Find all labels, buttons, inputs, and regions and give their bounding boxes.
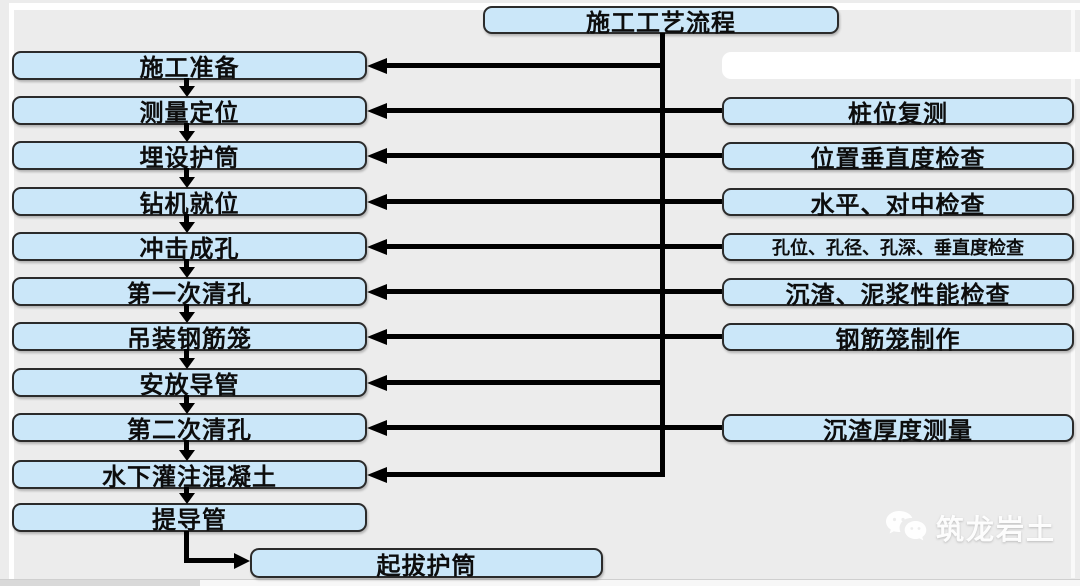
branch-line [386, 108, 722, 113]
arrowhead-left [367, 102, 387, 119]
check-box: 水平、对中检查 [722, 188, 1074, 219]
check-box: 沉渣厚度测量 [722, 414, 1074, 445]
trunk-line [660, 33, 665, 477]
branch-line [386, 244, 722, 249]
branch-line [386, 380, 665, 385]
flow-title-label: 施工工艺流程 [586, 10, 736, 37]
flow-step-box: 埋设护筒 [12, 141, 367, 172]
flow-step-box: 冲击成孔 [12, 232, 367, 263]
elbow-line-vertical [184, 531, 189, 563]
arrowhead-down [178, 86, 195, 97]
blank-box [722, 52, 1080, 79]
slide-edge-left [9, 3, 14, 586]
arrowhead-left [367, 283, 387, 300]
arrowhead-down [178, 403, 195, 414]
step-connector-line [184, 78, 189, 87]
flow-step-box: 吊装钢筋笼 [12, 322, 367, 353]
check-box: 位置垂直度检查 [722, 142, 1074, 173]
branch-line [386, 153, 722, 158]
arrowhead-right [234, 552, 250, 569]
arrowhead-down [178, 358, 195, 369]
flow-step-box: 起拔护筒 [250, 548, 603, 580]
arrowhead-down [178, 177, 195, 188]
arrowhead-down [178, 222, 195, 233]
watermark: 筑龙岩土 [884, 508, 1056, 548]
branch-line [386, 63, 665, 68]
step-connector-line [184, 304, 189, 313]
flow-step-box: 第二次清孔 [12, 413, 367, 444]
slide-edge-bottom [0, 579, 1080, 586]
flow-step-box: 提导管 [12, 503, 367, 534]
slide-edge-bottom-left [0, 580, 200, 586]
flow-title-box: 施工工艺流程 [483, 6, 839, 37]
step-connector-line [184, 349, 189, 359]
elbow-line-horizontal [184, 558, 236, 563]
flow-step-box: 测量定位 [12, 96, 367, 127]
branch-line [386, 334, 722, 339]
flow-step-box: 安放导管 [12, 368, 367, 399]
arrowhead-down [178, 312, 195, 323]
step-connector-line [184, 259, 189, 268]
branch-line [386, 472, 665, 477]
arrowhead-down [178, 131, 195, 142]
flow-step-box: 第一次清孔 [12, 277, 367, 308]
wechat-icon [886, 511, 927, 541]
watermark-brand: 筑龙岩土 [936, 514, 1057, 545]
branch-line [386, 199, 722, 204]
arrowhead-left [367, 57, 387, 74]
arrowhead-left [367, 147, 387, 164]
arrowhead-left [367, 238, 387, 255]
step-connector-line [184, 214, 189, 223]
check-box: 沉渣、泥浆性能检查 [722, 278, 1074, 309]
arrowhead-left [367, 466, 387, 483]
flow-step-box: 钻机就位 [12, 187, 367, 218]
branch-line [386, 425, 722, 430]
branch-line [386, 289, 722, 294]
check-box: 孔位、孔径、孔深、垂直度检查 [722, 233, 1074, 261]
arrowhead-left [367, 328, 387, 345]
step-connector-line [184, 123, 189, 132]
step-connector-line [184, 395, 189, 404]
arrowhead-left [367, 193, 387, 210]
check-box: 桩位复测 [722, 97, 1074, 128]
arrowhead-down [178, 267, 195, 278]
arrowhead-down [178, 450, 195, 461]
check-box: 钢筋笼制作 [722, 323, 1074, 354]
flow-step-box: 水下灌注混凝土 [12, 460, 367, 491]
arrowhead-left [367, 419, 387, 436]
flow-step-box: 施工准备 [12, 51, 367, 82]
step-connector-line [184, 440, 189, 451]
step-connector-line [184, 168, 189, 178]
arrowhead-left [367, 374, 387, 391]
arrowhead-down [178, 493, 195, 504]
step-connector-line [184, 487, 189, 494]
